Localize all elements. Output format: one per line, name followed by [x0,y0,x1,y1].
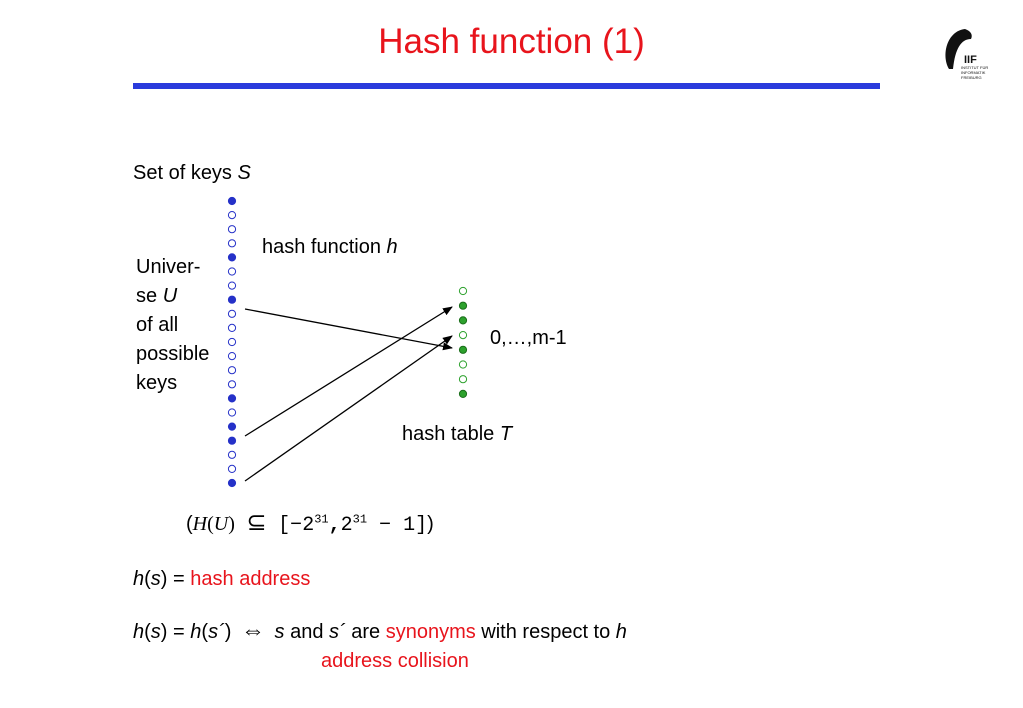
hash-address-term: hash address [190,568,311,590]
title-underline [133,83,880,89]
mapping-arrow-2 [244,306,453,437]
logo-letters: IIF [964,54,977,66]
mapping-arrow-1 [244,308,453,351]
table-empty-slot [458,286,468,296]
universe-empty-cell [227,281,237,290]
table-empty-slot [458,331,468,340]
universe-empty-cell [227,309,237,318]
hash-address-line: h(s) = hash address [133,568,311,590]
formula-range: (H(U) ⊆ [−231,231 − 1]) [186,509,434,537]
universe-key-cell [227,394,237,403]
range-label: 0,…,m-1 [490,327,567,349]
universe-key-cell [227,436,237,445]
table-filled-slot [458,301,468,310]
hash-table-label: hash table T [402,423,513,445]
logo-line3: FREIBURG [961,75,982,80]
hash-function-label: hash function h [262,236,398,258]
universe-empty-cell [227,337,237,347]
table-empty-slot [458,375,468,384]
universe-label: Univer- se U of all possible keys [136,256,210,394]
table-filled-slot [458,345,468,354]
universe-empty-cell [227,380,237,389]
table-filled-slot [458,316,468,325]
table-filled-slot [458,389,468,398]
page-title: Hash function (1) [378,22,645,61]
university-logo: IIF INSTITUT FÜR INFORMATIK FREIBURG [935,25,995,85]
universe-key-cell [227,422,237,431]
logo-line1: INSTITUT FÜR [961,65,988,70]
universe-empty-cell [227,352,237,361]
synonyms-line: h(s) = h(s´) ⇔ s and s´ are synonyms wit… [133,617,627,644]
logo-line2: INFORMATIK [961,70,986,75]
universe-empty-cell [227,211,237,220]
universe-empty-cell [227,239,237,248]
universe-key-cell [227,253,237,262]
universe-empty-cell [227,225,237,234]
universe-empty-cell [227,267,237,276]
universe-key-cell [227,478,237,488]
universe-key-cell [227,196,237,206]
universe-empty-cell [227,323,237,332]
universe-key-cell [227,295,237,304]
iff-symbol: ⇔ [240,617,265,644]
universe-empty-cell [227,408,237,417]
universe-empty-cell [227,464,237,473]
set-of-keys-label: Set of keys S [133,162,251,184]
address-collision-label: address collision [321,650,469,672]
mapping-arrow-3 [244,335,453,482]
table-empty-slot [458,360,468,369]
universe-empty-cell [227,366,237,375]
universe-empty-cell [227,450,237,459]
synonyms-term: synonyms [385,621,476,643]
